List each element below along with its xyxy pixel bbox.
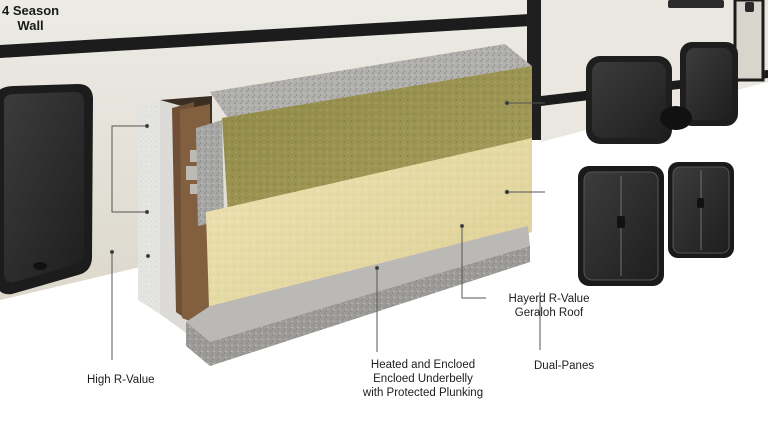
side-window-left: [0, 84, 93, 295]
title-line-2: Wall: [17, 18, 44, 33]
storage-hatches: [586, 42, 738, 144]
label-layered-roof: Hayerd R-Value Geraloh Roof: [494, 292, 604, 320]
label-heated-underbelly-line-1: Heated and Encloed: [370, 359, 476, 371]
title-line-1: 4 Season: [2, 3, 60, 18]
label-dual-panes: Dual-Panes: [534, 360, 595, 372]
label-heated-underbelly-line-3: with Protected Plunking: [362, 387, 484, 399]
wall-cutaway: [138, 44, 532, 366]
label-layered-roof-line-1: Hayerd R-Value: [508, 293, 590, 305]
diagram-title: 4 Season Wall: [2, 3, 59, 33]
label-heated-underbelly-line-2: Encloed Underbelly: [373, 373, 473, 385]
leader-lines: [109, 100, 545, 360]
label-high-r-value: High R-Value: [87, 374, 155, 386]
label-layered-roof-line-2: Geraloh Roof: [514, 307, 584, 319]
dual-pane-windows: [578, 162, 734, 286]
label-heated-underbelly: Heated and Encloed Encloed Underbelly wi…: [353, 358, 493, 400]
